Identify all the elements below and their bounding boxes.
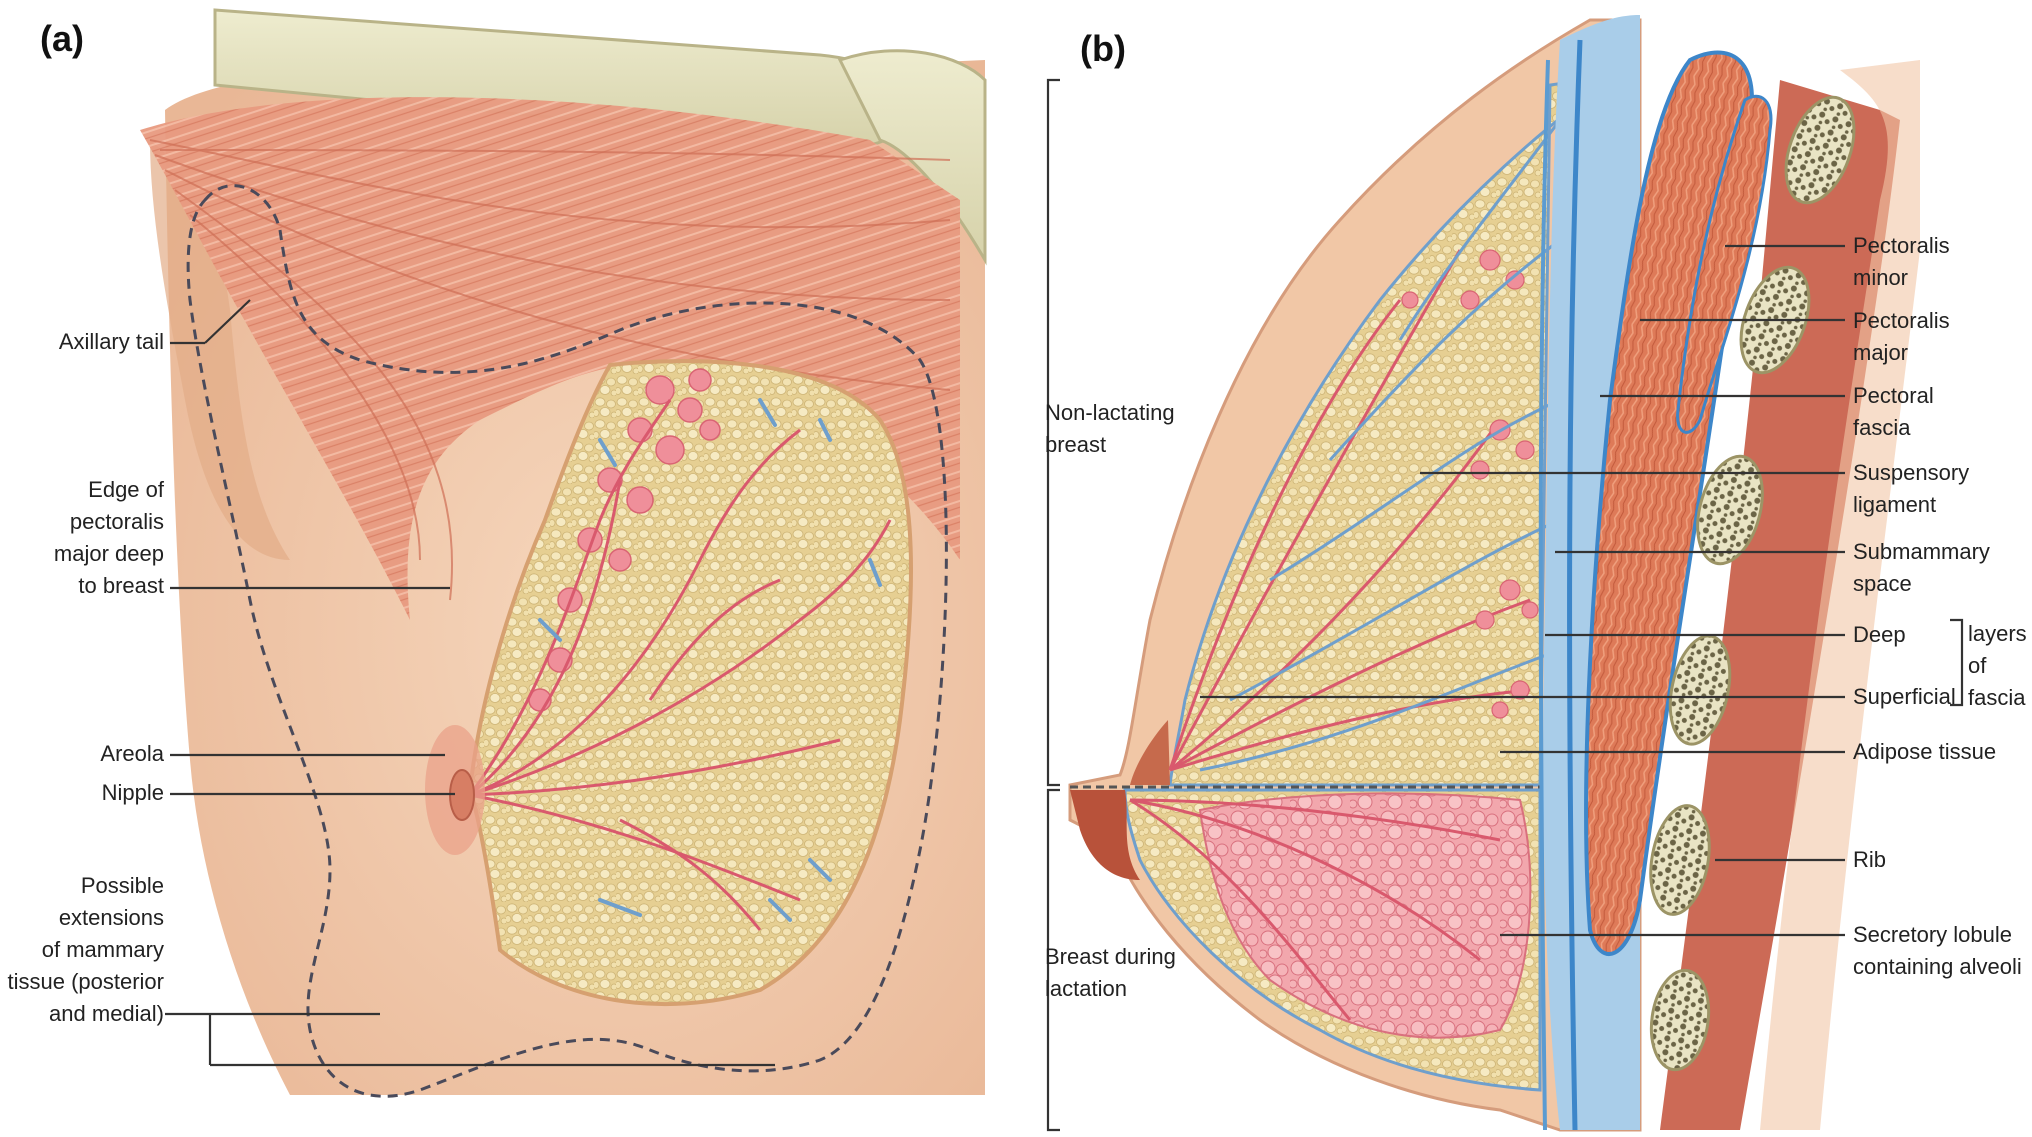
chest-wall — [1660, 80, 1900, 1130]
gland-septa — [538, 398, 882, 922]
suspensory-ligaments — [1199, 119, 1562, 772]
superficial-fascia-line — [1538, 59, 1550, 1131]
label-non-lactating: Non-lactating breast — [1045, 400, 1175, 457]
nipple-profile-lower — [1070, 790, 1140, 880]
nipple-profile-upper — [1130, 720, 1170, 785]
secretory-lobules-mass — [1198, 792, 1532, 1039]
leader-lines-b — [1200, 244, 1964, 937]
label-lactation: Breast during lactation — [1045, 944, 1176, 1001]
panel-b-tag: (b) — [1080, 28, 1126, 69]
label-adipose-tissue: Adipose tissue — [1853, 739, 1997, 764]
axilla-shadow — [150, 140, 290, 560]
panel-a-artwork — [140, 8, 987, 1098]
mammary-extent-outline — [186, 184, 948, 1098]
label-pectoralis-minor: Pectoralis minor — [1853, 233, 1950, 290]
label-pectoral-fascia: Pectoral fascia — [1853, 383, 1934, 440]
label-suspensory-ligament: Suspensory ligament — [1853, 460, 1970, 517]
label-axillary-tail: Axillary tail — [58, 329, 164, 354]
label-deep: Deep — [1853, 622, 1906, 647]
label-pectoralis-major: Pectoralis major — [1853, 308, 1950, 365]
shoulder-bone — [837, 49, 987, 266]
lactiferous-ducts — [468, 399, 892, 931]
label-possible-extensions: Possible extensions of mammary tissue (p… — [7, 873, 164, 1026]
pectoralis-minor-b — [1676, 94, 1773, 434]
label-secretory-lobule: Secretory lobule containing alveoli — [1853, 922, 2022, 979]
chest-wall-skin — [1760, 60, 1920, 1130]
label-nipple: Nipple — [101, 780, 164, 805]
label-submammary-space: Submammary space — [1853, 539, 1990, 596]
panel-a-tag: (a) — [40, 18, 84, 59]
label-superficial: Superficial — [1853, 684, 1956, 709]
label-layers-of-fascia: layers of fascia — [1968, 621, 2027, 710]
label-edge-pectoralis: Edge of pectoralis major deep to breast — [53, 477, 164, 598]
mammary-gland — [467, 358, 914, 1007]
region-bracket — [1046, 78, 1060, 1132]
leader-lines-a — [165, 299, 775, 1067]
label-rib: Rib — [1853, 847, 1887, 872]
deep-fascia-line — [1567, 39, 1583, 1131]
panel-b-artwork — [1046, 15, 1964, 1132]
muscle-fibers — [149, 139, 951, 601]
label-areola: Areola — [100, 741, 164, 766]
